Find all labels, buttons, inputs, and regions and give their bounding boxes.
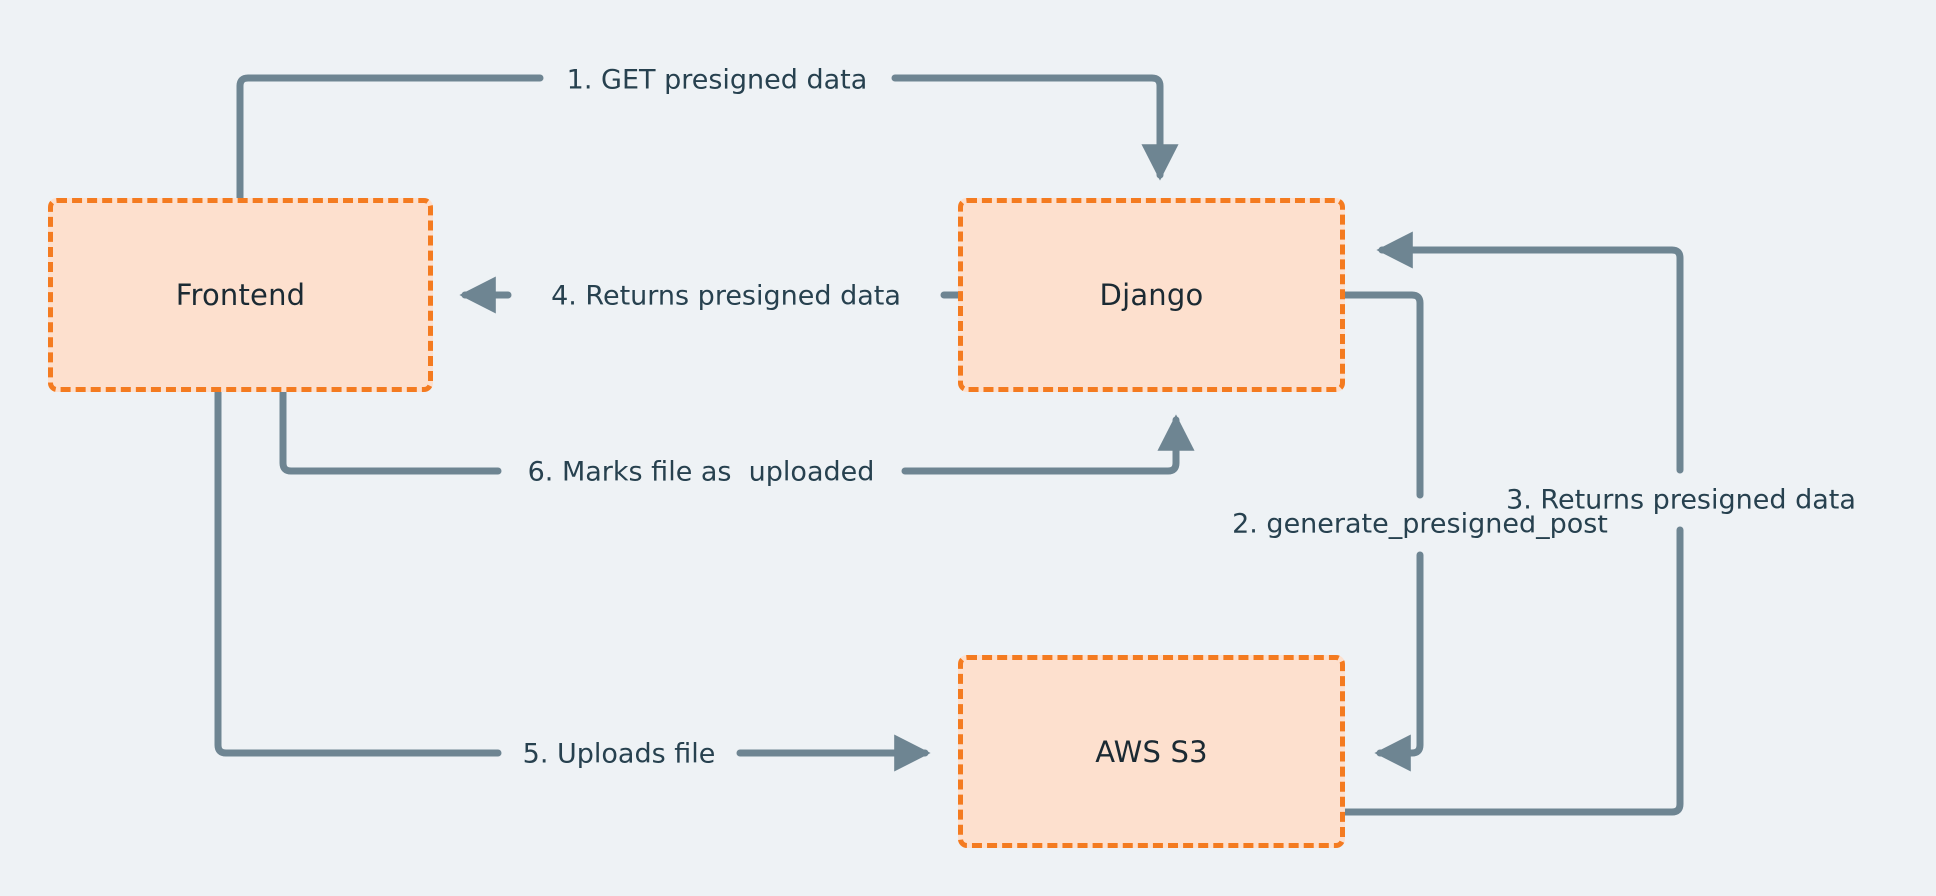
node-django[interactable]: Django <box>958 198 1345 392</box>
edge-label-5: 5. Uploads file <box>513 738 725 770</box>
node-django-label: Django <box>1099 278 1204 312</box>
edge-path-1-left <box>236 74 544 202</box>
edge-path-6-left <box>279 388 502 475</box>
edge-path-5-left <box>214 388 502 757</box>
edge-path-3-bottom <box>1341 526 1684 816</box>
edge-path-3-top <box>1376 231 1684 474</box>
node-frontend-label: Frontend <box>175 278 306 312</box>
node-aws-s3[interactable]: AWS S3 <box>958 655 1345 848</box>
edge-label-3: 3. Returns presigned data <box>1497 484 1865 516</box>
edge-path-1-right <box>891 74 1179 181</box>
edge-label-1: 1. GET presigned data <box>557 64 877 96</box>
edge-label-4: 4. Returns presigned data <box>542 280 910 312</box>
node-aws-s3-label: AWS S3 <box>1095 734 1208 769</box>
edge-path-6-right <box>901 414 1195 475</box>
edge-label-6: 6. Marks file as uploaded <box>518 456 884 488</box>
edge-path-2-bottom <box>1374 551 1424 772</box>
edge-path-2-top <box>1341 291 1424 499</box>
node-frontend[interactable]: Frontend <box>48 198 433 392</box>
